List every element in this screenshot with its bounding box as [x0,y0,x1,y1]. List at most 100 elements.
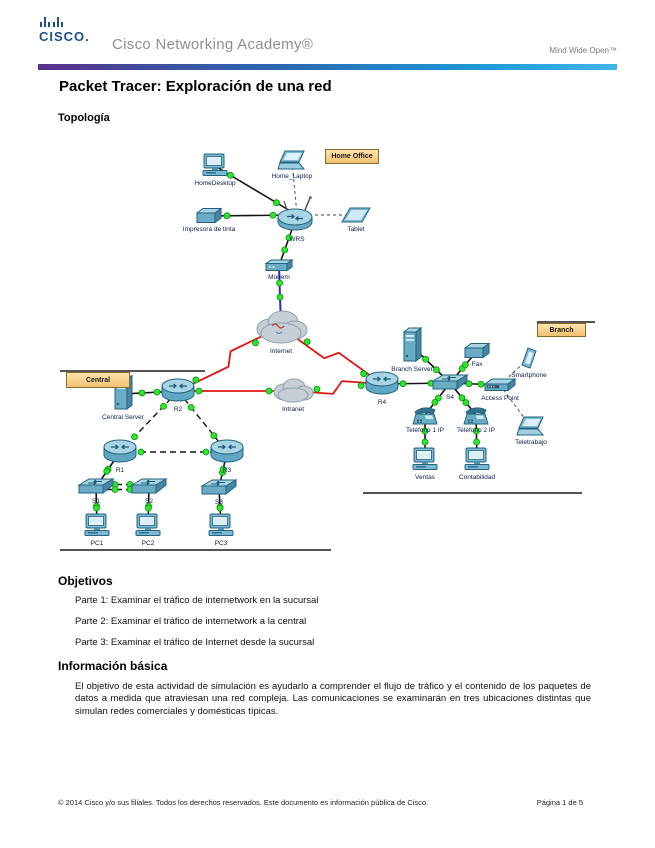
device-label-s4: S4 [446,394,454,401]
device-branch-laptop: Teletrabajo [515,416,547,446]
device-label-s3: S3 [215,499,223,506]
desktop-icon [84,513,110,536]
ipphone-icon [463,407,489,425]
accent-bar [38,64,617,70]
device-contabilidad: Contabilidad [459,447,495,481]
background-paragraph: El objetivo de esta actividad de simulac… [75,681,591,717]
device-label-intranet: Intranet [281,406,305,413]
device-pc2: PC2 [133,513,163,547]
device-s3: S3 [200,478,238,506]
device-internet: Internet [250,307,312,355]
device-label-contabilidad: Contabilidad [458,474,496,481]
switch-icon [130,478,168,495]
router-icon [103,439,137,463]
device-label-r1: R1 [115,467,125,474]
device-ap: Access Point [481,376,519,402]
device-tablet: Tablet [340,205,372,233]
device-label-modem: Modem [268,274,290,281]
wrouter-icon [277,196,313,231]
printer-icon [195,207,223,224]
desktop-icon [202,153,228,176]
device-wrs: WRS [274,195,320,243]
device-label-branch-laptop: Teletrabajo [515,439,547,446]
desktop-icon [208,513,234,536]
printer-icon [463,342,491,359]
device-label-homedesktop: HomeDesktop [194,180,236,187]
cisco-logo: CISCO. [38,14,108,49]
note-branch: Branch [537,323,586,337]
device-r4: R4 [363,370,401,406]
device-r2: R2 [159,377,197,413]
desktop-icon [135,513,161,536]
device-label-ventas: Ventas [415,474,435,481]
router-icon [365,371,399,395]
device-label-pc2: PC2 [141,540,155,547]
device-label-branch-server: Branch Server [391,366,433,373]
footer-copyright: © 2014 Cisco y/o sus filiales. Todos los… [58,798,429,807]
background-heading: Información básica [58,659,168,673]
desktop-icon [412,447,438,470]
device-label-tablet: Tablet [347,226,365,233]
device-intranet: Intranet [270,377,316,413]
device-label-r3: R3 [222,467,232,474]
device-homedesktop: HomeDesktop [194,153,236,187]
device-label-central-server: Central Server [102,414,144,421]
device-home-laptop: Home_Laptop [272,150,312,180]
switch-icon [77,478,115,495]
tablet-icon [341,207,371,223]
objective-part-2: Parte 2: Examinar el tráfico de internet… [75,616,307,627]
device-ventas: Ventas [410,447,440,481]
laptop-icon [516,416,545,436]
device-pc3: PC3 [206,513,236,547]
device-label-phone2: Teléfono 2 IP [457,427,495,434]
device-label-internet: Internet [269,348,293,355]
device-s1: S1 [77,477,115,505]
device-label-r4: R4 [377,399,387,406]
smartphone-icon [521,347,537,369]
objectives-heading: Objetivos [58,574,113,588]
modem-icon [264,259,294,272]
device-r3: R3 [208,438,246,474]
device-label-wrs: WRS [289,236,305,243]
ipphone-icon [412,407,438,425]
objective-part-3: Parte 3: Examinar el tráfico de Internet… [75,637,315,648]
note-central: Central [66,372,130,388]
device-s2: S2 [130,477,168,505]
footer-page-number: Página 1 de 5 [536,798,583,807]
device-modem: Modem [264,259,294,281]
router-icon [210,439,244,463]
device-label-home-laptop: Home_Laptop [271,173,313,180]
note-home-office: Home Office [325,149,379,164]
device-phone1: Teléfono 1 IP [406,404,444,434]
switch-icon [431,374,469,391]
laptop-icon [277,150,306,170]
device-r1: R1 [101,438,139,474]
device-s4: S4 [431,373,469,401]
device-label-smartphone: Smartphone [511,372,547,379]
ap-icon [483,378,517,392]
page-title: Packet Tracer: Exploración de una red [59,78,332,95]
objective-part-1: Parte 1: Examinar el tráfico de internet… [75,595,319,606]
device-label-phone1: Teléfono 1 IP [406,427,444,434]
device-label-printer: Impresora de tinta [182,226,236,233]
device-pc1: PC1 [82,513,112,547]
router-icon [161,378,195,402]
device-phone2: Teléfono 2 IP [457,404,495,434]
topology-heading: Topología [58,112,110,124]
brand-text: Cisco Networking Academy® [112,36,314,53]
tagline-text: Mind Wide Open™ [549,46,617,55]
device-label-s2: S2 [145,498,153,505]
device-printer: Impresora de tinta [183,207,235,233]
cloud-sm-icon [273,378,314,403]
device-label-pc1: PC1 [90,540,104,547]
device-label-fax: Fax [471,361,483,368]
cloud-icon [256,310,308,344]
device-branch-server: Branch Server [391,326,433,373]
cisco-logo-text: CISCO. [39,29,90,44]
server-icon [402,326,423,363]
device-label-r2: R2 [173,406,183,413]
cisco-logo-icon: CISCO. [39,17,90,44]
device-fax: Fax [462,342,492,368]
